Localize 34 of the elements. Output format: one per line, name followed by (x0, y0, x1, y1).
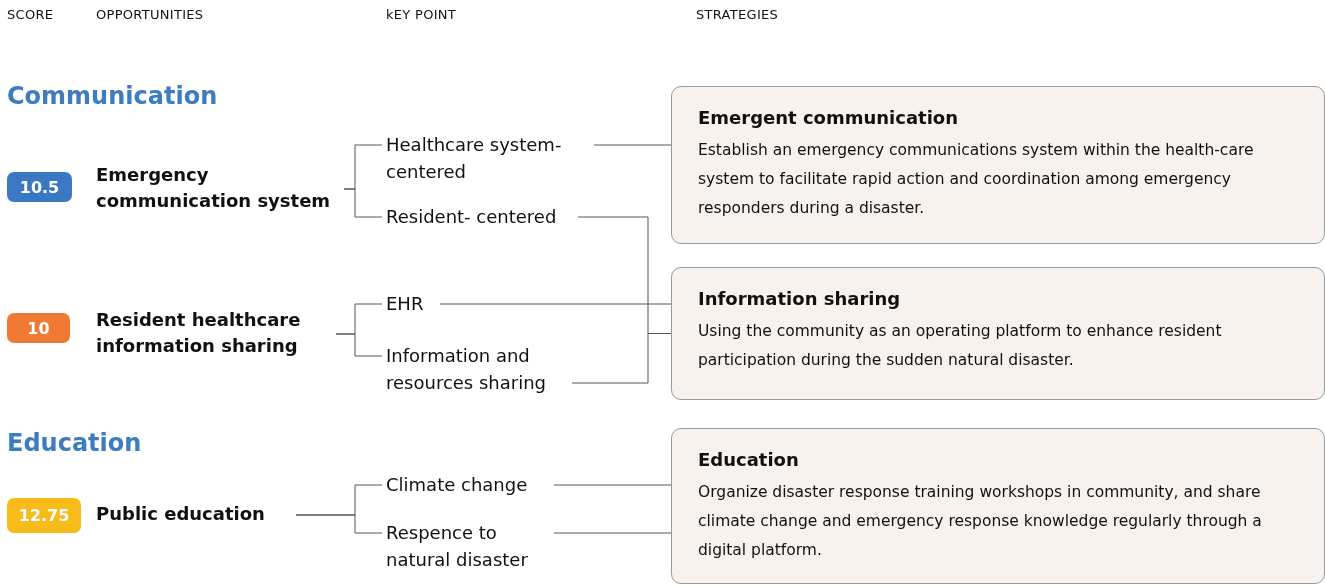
connector-line (593, 144, 672, 146)
key-point-label: Information and resources sharing (386, 342, 564, 396)
column-header: STRATEGIES (696, 7, 779, 22)
column-header: SCORE (7, 7, 54, 22)
connector-line (295, 514, 383, 534)
connector-line (553, 532, 672, 534)
key-point-label: EHR (386, 290, 432, 317)
key-point-label: Healthcare system- centered (386, 131, 586, 185)
score-badge: 10.5 (7, 172, 72, 202)
opportunity-label: Public education (96, 501, 296, 527)
column-header: OPPORTUNITIES (96, 7, 204, 22)
opportunity-label: Resident healthcare information sharing (96, 307, 336, 359)
score-badge: 12.75 (7, 498, 81, 533)
key-point-label: Resident- centered (386, 203, 570, 230)
strategy-description: Using the community as an operating platform to enhance resident participation during the sudden natural disaster. (698, 321, 1223, 371)
strategy-title: Information sharing (698, 288, 902, 309)
section-heading: Education (7, 429, 142, 457)
connector-line (553, 484, 672, 486)
connector-line (335, 333, 383, 357)
strategy-card (671, 267, 1325, 400)
section-heading: Communication (7, 82, 218, 110)
opportunity-label: Emergency communication system (96, 162, 344, 214)
strategy-card (671, 86, 1325, 244)
score-badge: 10 (7, 313, 70, 343)
strategy-description: Establish an emergency communications system within the health-care system to facilitate rapid action and coordination among emergency responders during a disaster. (698, 140, 1255, 219)
connector-line (439, 303, 672, 305)
strategy-description: Organize disaster response training workshops in community, and share climate change and emergency response knowledge regularly through a digital platform. (698, 482, 1263, 561)
strategy-title: Education (698, 449, 800, 470)
column-header: kEY POINT (386, 7, 457, 22)
strategy-title: Emergent communication (698, 107, 960, 128)
key-point-label: Climate change (386, 471, 546, 498)
connector-line (343, 188, 383, 218)
key-point-label: Respence to natural disaster (386, 519, 546, 573)
strategy-card (671, 428, 1325, 584)
